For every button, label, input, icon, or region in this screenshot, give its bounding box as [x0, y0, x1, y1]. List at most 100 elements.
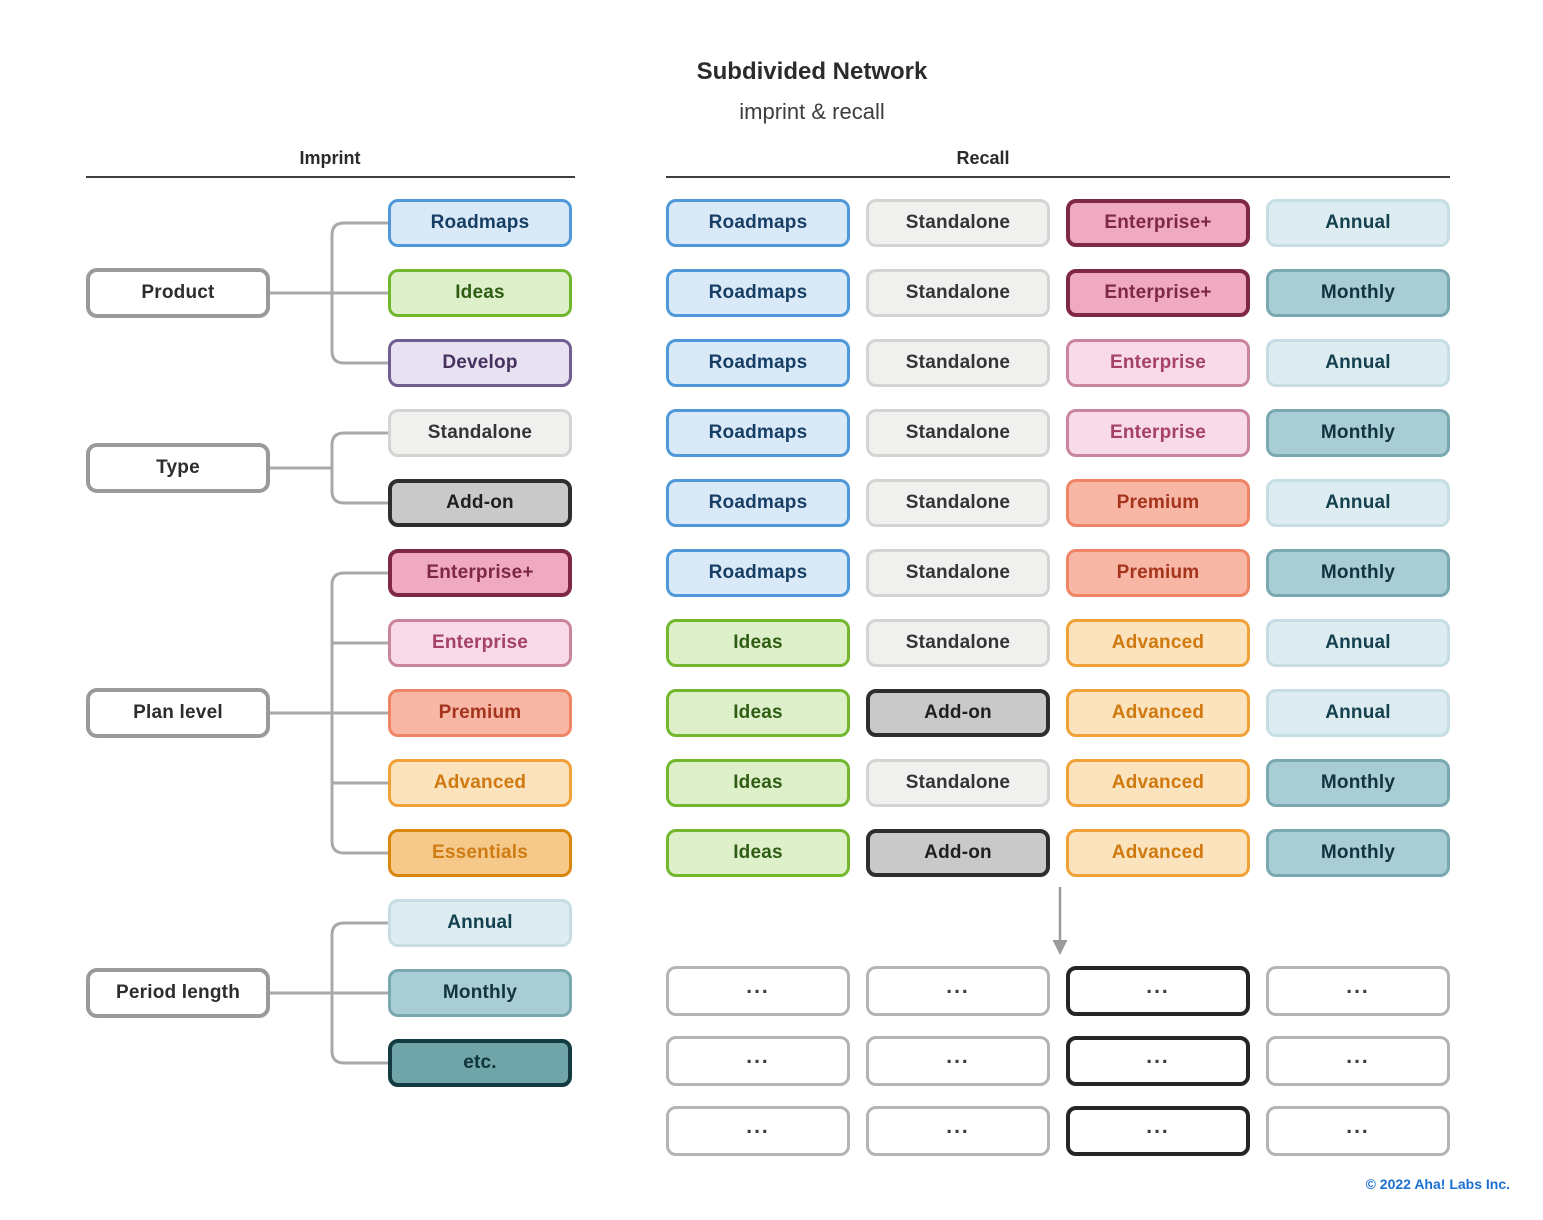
recall-cell-r3c2: Standalone — [866, 339, 1050, 387]
imprint-chip-premium-label: Premium — [438, 702, 522, 723]
imprint-chip-advanced: Advanced — [388, 759, 572, 807]
recall-cell-r9c1: Ideas — [666, 759, 850, 807]
recall-cell-r1c1-label: Roadmaps — [708, 212, 808, 233]
recall-cell-r10c3: Advanced — [1066, 829, 1250, 877]
recall-cell-r2c4: Monthly — [1266, 269, 1450, 317]
recall-cell-r4c4-label: Monthly — [1320, 422, 1396, 443]
recall-cell-r6c2: Standalone — [866, 549, 1050, 597]
imprint-chip-ideas-label: Ideas — [455, 282, 505, 303]
recall-cell-r10c4: Monthly — [1266, 829, 1450, 877]
imprint-chip-enterprise-plus-label: Enterprise+ — [426, 562, 534, 583]
recall-cell-r7c4: Annual — [1266, 619, 1450, 667]
imprint-chip-ideas: Ideas — [388, 269, 572, 317]
recall-cell-r2c1: Roadmaps — [666, 269, 850, 317]
recall-cell-r9c2: Standalone — [866, 759, 1050, 807]
ellipsis-cell-r1c1: ... — [666, 966, 850, 1016]
recall-cell-r9c3-label: Advanced — [1111, 772, 1205, 793]
recall-cell-r6c4: Monthly — [1266, 549, 1450, 597]
ellipsis-cell-r1c4: ... — [1266, 966, 1450, 1016]
recall-cell-r2c3: Enterprise+ — [1066, 269, 1250, 317]
ellipsis-cell-r1c4-label: ... — [1346, 975, 1370, 998]
recall-cell-r8c1: Ideas — [666, 689, 850, 737]
ellipsis-cell-r2c1-label: ... — [746, 1045, 770, 1068]
recall-cell-r4c4: Monthly — [1266, 409, 1450, 457]
recall-cell-r5c2: Standalone — [866, 479, 1050, 527]
recall-cell-r1c1: Roadmaps — [666, 199, 850, 247]
recall-cell-r4c1: Roadmaps — [666, 409, 850, 457]
recall-cell-r7c1: Ideas — [666, 619, 850, 667]
ellipsis-cell-r3c2: ... — [866, 1106, 1050, 1156]
imprint-parent-plan-level-label: Plan level — [133, 702, 223, 723]
imprint-chip-standalone: Standalone — [388, 409, 572, 457]
ellipsis-cell-r1c1-label: ... — [746, 975, 770, 998]
imprint-chip-enterprise-label: Enterprise — [432, 632, 528, 653]
ellipsis-cell-r3c2-label: ... — [946, 1115, 970, 1138]
recall-cell-r1c2: Standalone — [866, 199, 1050, 247]
ellipsis-cell-r3c4: ... — [1266, 1106, 1450, 1156]
imprint-parent-plan-level: Plan level — [86, 688, 270, 738]
recall-cell-r10c2-label: Add-on — [924, 842, 992, 863]
recall-cell-r8c3-label: Advanced — [1111, 702, 1205, 723]
recall-cell-r1c4: Annual — [1266, 199, 1450, 247]
recall-cell-r3c3: Enterprise — [1066, 339, 1250, 387]
recall-cell-r8c3: Advanced — [1066, 689, 1250, 737]
imprint-chip-advanced-label: Advanced — [433, 772, 527, 793]
recall-cell-r2c4-label: Monthly — [1320, 282, 1396, 303]
recall-cell-r6c2-label: Standalone — [905, 562, 1011, 583]
imprint-parent-type: Type — [86, 443, 270, 493]
recall-cell-r2c3-label: Enterprise+ — [1104, 282, 1212, 303]
imprint-chip-monthly-label: Monthly — [442, 982, 518, 1003]
recall-cell-r6c4-label: Monthly — [1320, 562, 1396, 583]
ellipsis-cell-r2c4-label: ... — [1346, 1045, 1370, 1068]
recall-cell-r4c2-label: Standalone — [905, 422, 1011, 443]
recall-cell-r9c2-label: Standalone — [905, 772, 1011, 793]
recall-cell-r2c2: Standalone — [866, 269, 1050, 317]
copyright-link[interactable]: © 2022 Aha! Labs Inc. — [1365, 1176, 1510, 1192]
imprint-chip-roadmaps: Roadmaps — [388, 199, 572, 247]
imprint-header-rule — [86, 176, 575, 178]
diagram-subtitle: imprint & recall — [739, 99, 885, 124]
imprint-chip-develop-label: Develop — [442, 352, 518, 373]
recall-cell-r9c4-label: Monthly — [1320, 772, 1396, 793]
ellipsis-cell-r2c1: ... — [666, 1036, 850, 1086]
recall-cell-r8c2-label: Add-on — [924, 702, 992, 723]
imprint-chip-addon: Add-on — [388, 479, 572, 527]
recall-cell-r9c1-label: Ideas — [733, 772, 783, 793]
recall-cell-r4c3-label: Enterprise — [1110, 422, 1206, 443]
ellipsis-cell-r1c3-label: ... — [1146, 975, 1170, 998]
recall-cell-r7c2: Standalone — [866, 619, 1050, 667]
recall-cell-r6c3-label: Premium — [1116, 562, 1200, 583]
recall-cell-r7c3: Advanced — [1066, 619, 1250, 667]
imprint-chip-standalone-label: Standalone — [427, 422, 533, 443]
imprint-chip-enterprise-plus: Enterprise+ — [388, 549, 572, 597]
recall-cell-r8c1-label: Ideas — [733, 702, 783, 723]
ellipsis-cell-r2c3: ... — [1066, 1036, 1250, 1086]
imprint-parent-period-length-label: Period length — [116, 982, 240, 1003]
imprint-chip-essentials: Essentials — [388, 829, 572, 877]
recall-cell-r4c1-label: Roadmaps — [708, 422, 808, 443]
ellipsis-cell-r2c2: ... — [866, 1036, 1050, 1086]
recall-cell-r9c3: Advanced — [1066, 759, 1250, 807]
ellipsis-cell-r2c4: ... — [1266, 1036, 1450, 1086]
recall-cell-r5c1-label: Roadmaps — [708, 492, 808, 513]
imprint-chip-annual: Annual — [388, 899, 572, 947]
recall-cell-r1c2-label: Standalone — [905, 212, 1011, 233]
ellipsis-cell-r1c2: ... — [866, 966, 1050, 1016]
recall-cell-r8c4: Annual — [1266, 689, 1450, 737]
recall-cell-r3c3-label: Enterprise — [1110, 352, 1206, 373]
imprint-chip-etc: etc. — [388, 1039, 572, 1087]
recall-cell-r9c4: Monthly — [1266, 759, 1450, 807]
recall-cell-r1c4-label: Annual — [1325, 212, 1391, 233]
recall-cell-r7c4-label: Annual — [1325, 632, 1391, 653]
imprint-parent-period-length: Period length — [86, 968, 270, 1018]
recall-cell-r8c4-label: Annual — [1325, 702, 1391, 723]
imprint-chip-premium: Premium — [388, 689, 572, 737]
recall-section-header: Recall — [956, 148, 1010, 168]
imprint-parent-product: Product — [86, 268, 270, 318]
ellipsis-cell-r3c3-label: ... — [1146, 1115, 1170, 1138]
recall-cell-r2c2-label: Standalone — [905, 282, 1011, 303]
recall-cell-r6c1-label: Roadmaps — [708, 562, 808, 583]
imprint-chip-monthly: Monthly — [388, 969, 572, 1017]
